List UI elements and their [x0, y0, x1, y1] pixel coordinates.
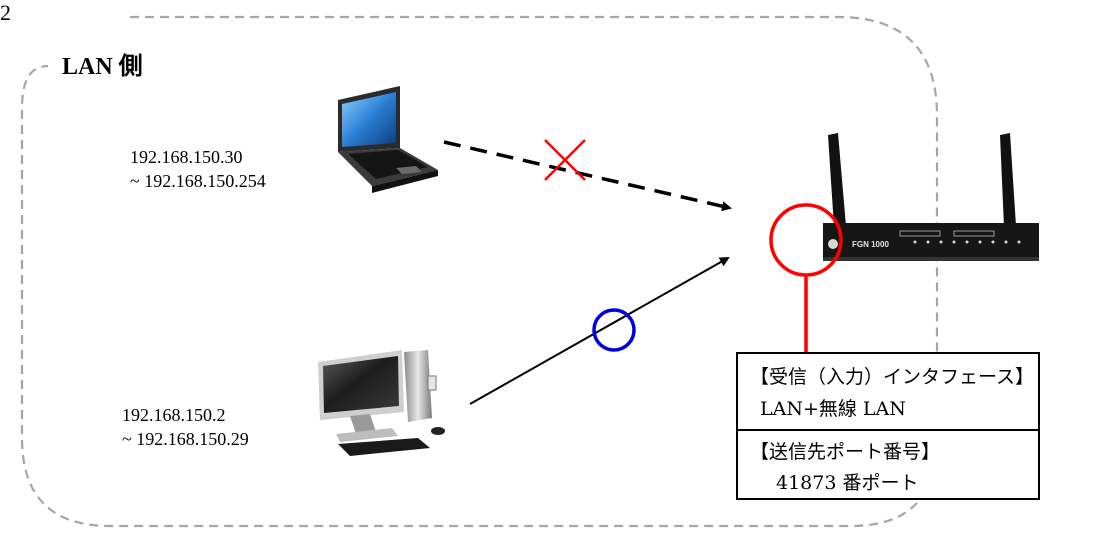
desktop-ip-range-end: ~ 192.168.150.29: [122, 429, 249, 449]
x-mark-icon: [544, 139, 586, 181]
receive-interface-value: LAN+無線 LAN: [760, 398, 906, 420]
receive-interface-heading: 【受信（入力）インタフェース】: [750, 366, 1035, 388]
receive-interface-section: 【受信（入力）インタフェース】 LAN+無線 LAN: [738, 354, 1038, 428]
destination-port-section: 【送信先ポート番号】 41873 番ポート: [738, 429, 1038, 502]
circle-mark-icon: [592, 308, 636, 352]
lan-zone-boundary: [20, 15, 939, 528]
blocked-connection-arrow: [443, 140, 732, 212]
laptop-ip-range: 192.168.150.30 ~ 192.168.150.254: [130, 145, 266, 193]
destination-port-heading: 【送信先ポート番号】: [750, 441, 941, 463]
router-model-label: FGN 1000: [852, 240, 889, 249]
destination-port-value: 41873 番ポート: [776, 472, 919, 494]
desktop-ip-range-start: 192.168.150.2: [122, 405, 226, 425]
figure-number: 2: [0, 0, 11, 25]
wireless-router-icon: FGN 1000: [823, 133, 1039, 261]
desktop-computer-icon: [318, 350, 445, 456]
filter-rule-info-box: 【受信（入力）インタフェース】 LAN+無線 LAN 【送信先ポート番号】 41…: [736, 352, 1040, 500]
desktop-ip-range: 192.168.150.2 ~ 192.168.150.29: [122, 403, 249, 451]
lan-zone-label: LAN 側: [62, 54, 143, 80]
allowed-connection-arrow: [469, 257, 730, 405]
laptop-ip-range-end: ~ 192.168.150.254: [130, 171, 266, 191]
laptop-icon: [338, 86, 438, 193]
laptop-ip-range-start: 192.168.150.30: [130, 147, 243, 167]
